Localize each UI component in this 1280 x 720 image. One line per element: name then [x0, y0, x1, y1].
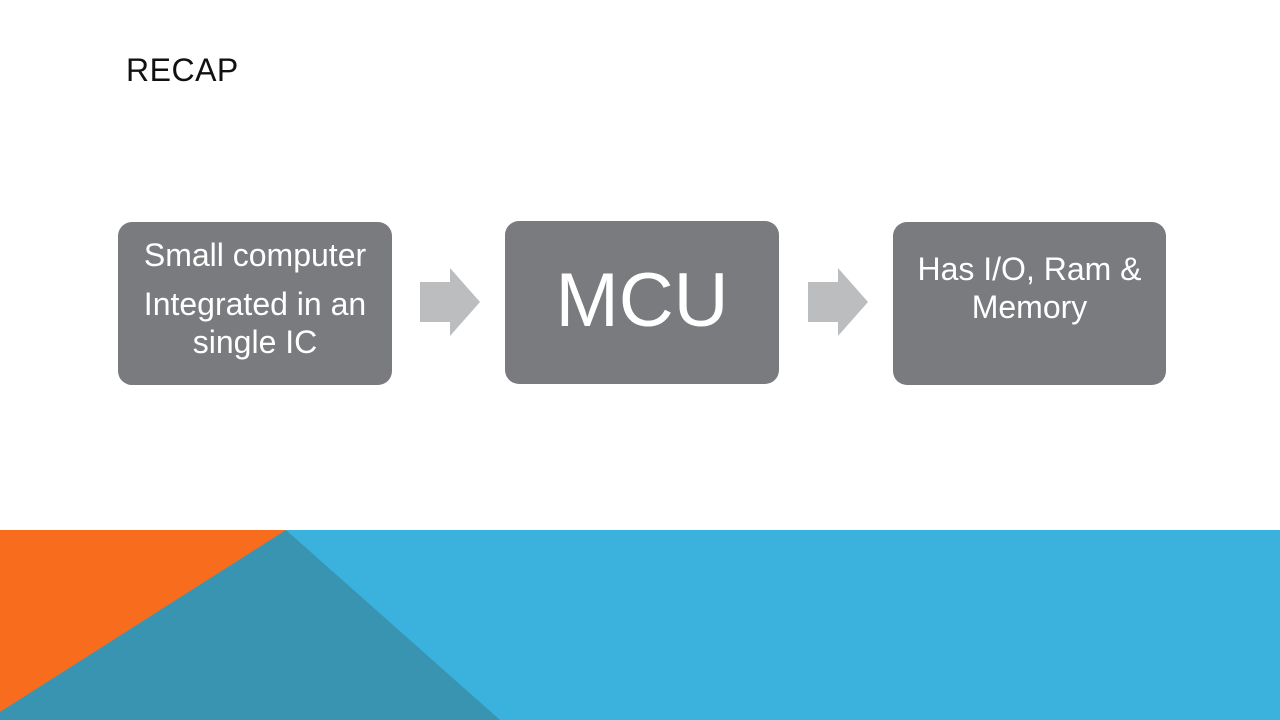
right-arrow-icon: [808, 268, 868, 336]
box-text-line: Small computer: [143, 236, 367, 273]
slide-title: RECAP: [126, 52, 239, 88]
process-box-mcu: MCU: [505, 221, 779, 384]
process-box-small-computer: Small computer Integrated in an single I…: [118, 222, 392, 385]
right-arrow-icon: [420, 268, 480, 336]
box-text-line: Has I/O, Ram & Memory: [917, 250, 1142, 325]
box-text-line: MCU: [555, 257, 729, 343]
footer-decoration: [0, 530, 1280, 720]
box-text-line: Integrated in an single IC: [143, 285, 367, 360]
process-box-io-ram-memory: Has I/O, Ram & Memory: [893, 222, 1166, 385]
footer-teal-triangle: [0, 530, 500, 720]
